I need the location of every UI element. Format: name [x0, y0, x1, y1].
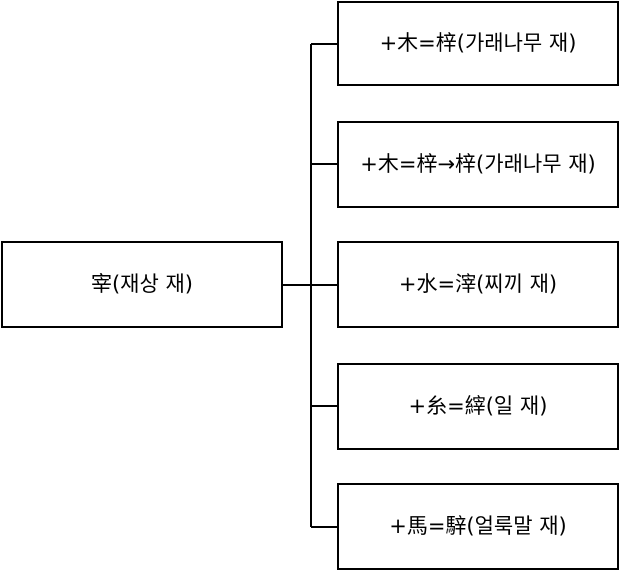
child-node-label: +馬=騂(얼룩말 재) — [389, 514, 567, 539]
child-node-2: +木=梓→梓(가래나무 재) — [337, 121, 619, 208]
child-node-5: +馬=騂(얼룩말 재) — [337, 483, 619, 570]
child-node-label: +木=梓→梓(가래나무 재) — [360, 152, 596, 177]
child-node-label: +糸=縡(일 재) — [408, 394, 548, 419]
child-node-1: +木=梓(가래나무 재) — [337, 1, 619, 86]
root-node-label: 宰(재상 재) — [90, 272, 194, 297]
child-node-4: +糸=縡(일 재) — [337, 363, 619, 450]
root-node: 宰(재상 재) — [1, 241, 283, 328]
child-node-3: +水=滓(찌끼 재) — [337, 241, 619, 328]
child-node-label: +水=滓(찌끼 재) — [398, 272, 558, 297]
child-node-label: +木=梓(가래나무 재) — [379, 31, 577, 56]
